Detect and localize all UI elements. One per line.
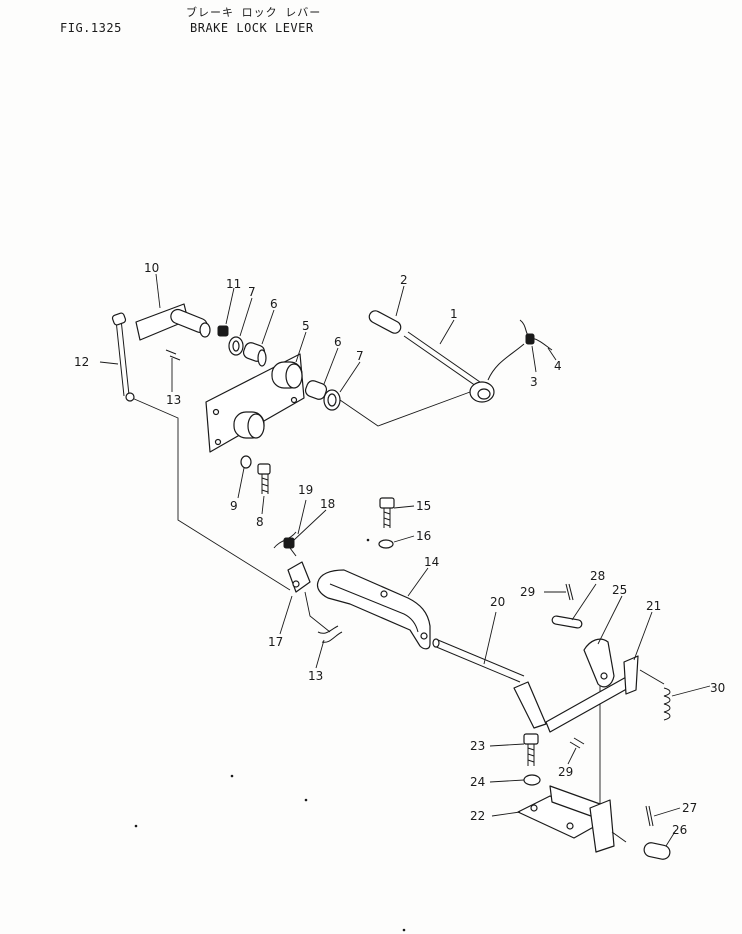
part-27-cotter [645, 805, 654, 827]
part-7-seal-upper [228, 336, 244, 356]
part-4-clip [519, 319, 553, 351]
title-english: BRAKE LOCK LEVER [190, 21, 314, 35]
part-3-bolt [525, 333, 535, 345]
callout-22: 22 [470, 809, 485, 823]
callout-23: 23 [470, 739, 485, 753]
part-5-mounting-plate [205, 353, 305, 453]
callout-7-lower: 7 [356, 349, 364, 363]
callout-13-upper: 13 [166, 393, 181, 407]
callout-20: 20 [490, 595, 505, 609]
callout-6-lower: 6 [334, 335, 342, 349]
callout-12: 12 [74, 355, 89, 369]
callout-27: 27 [682, 801, 697, 815]
part-29-cotter-upper [565, 583, 574, 601]
part-22-base-bracket [517, 785, 615, 853]
callout-7-upper: 7 [248, 285, 256, 299]
part-6-bushing-upper [242, 342, 267, 367]
part-13-clip-upper [165, 349, 181, 361]
connection-lines [131, 391, 601, 812]
callout-18: 18 [320, 497, 335, 511]
part-11-grease-fitting [217, 325, 229, 337]
part-2-pin [368, 310, 402, 334]
callout-26: 26 [672, 823, 687, 837]
scan-specks [134, 538, 406, 932]
part-20-shaft [432, 638, 547, 729]
callout-numbers: 1 2 3 4 5 6 6 7 7 8 9 10 11 12 13 13 14 … [74, 261, 725, 837]
callout-16: 16 [416, 529, 431, 543]
part-15-bolt [379, 497, 395, 528]
part-16-washer [378, 539, 394, 549]
callout-1: 1 [450, 307, 458, 321]
part-23-bolt [523, 733, 539, 766]
part-24-washer [523, 774, 541, 786]
callout-9: 9 [230, 499, 238, 513]
callout-11: 11 [226, 277, 241, 291]
part-17-bracket [287, 561, 311, 593]
callout-13-lower: 13 [308, 669, 323, 683]
callout-21: 21 [646, 599, 661, 613]
part-18-nut [283, 537, 297, 557]
part-9-washer [240, 455, 252, 469]
callout-29-upper: 29 [520, 585, 535, 599]
callout-19: 19 [298, 483, 313, 497]
leader-lines [99, 273, 711, 847]
callout-10: 10 [144, 261, 159, 275]
part-28-pin [551, 615, 583, 629]
figure-number: FIG.1325 [60, 21, 122, 35]
callout-3: 3 [530, 375, 538, 389]
callout-6-upper: 6 [270, 297, 278, 311]
part-30-spring [639, 669, 671, 721]
callout-30: 30 [710, 681, 725, 695]
callout-2: 2 [400, 273, 408, 287]
part-21-arm [545, 655, 639, 733]
part-14-support-bracket [316, 569, 431, 650]
callout-8: 8 [256, 515, 264, 529]
part-8-bolt [257, 463, 271, 494]
part-26-pin [611, 831, 671, 860]
part-13-clip-lower [317, 625, 343, 643]
callout-4: 4 [554, 359, 562, 373]
part-29-cotter-lower [569, 737, 585, 749]
part-12-link-rod [111, 312, 135, 402]
callout-25: 25 [612, 583, 627, 597]
callout-5: 5 [302, 319, 310, 333]
callout-28: 28 [590, 569, 605, 583]
part-25-lever-plate [583, 638, 615, 688]
callout-15: 15 [416, 499, 431, 513]
callout-17: 17 [268, 635, 283, 649]
part-1-lever [403, 331, 525, 403]
part-7-seal-lower [323, 389, 341, 411]
callout-24: 24 [470, 775, 485, 789]
title-japanese: ブレーキ ロック レバー [186, 6, 322, 19]
callout-29-lower: 29 [558, 765, 573, 779]
part-10-bracket [135, 303, 211, 341]
callout-14: 14 [424, 555, 439, 569]
